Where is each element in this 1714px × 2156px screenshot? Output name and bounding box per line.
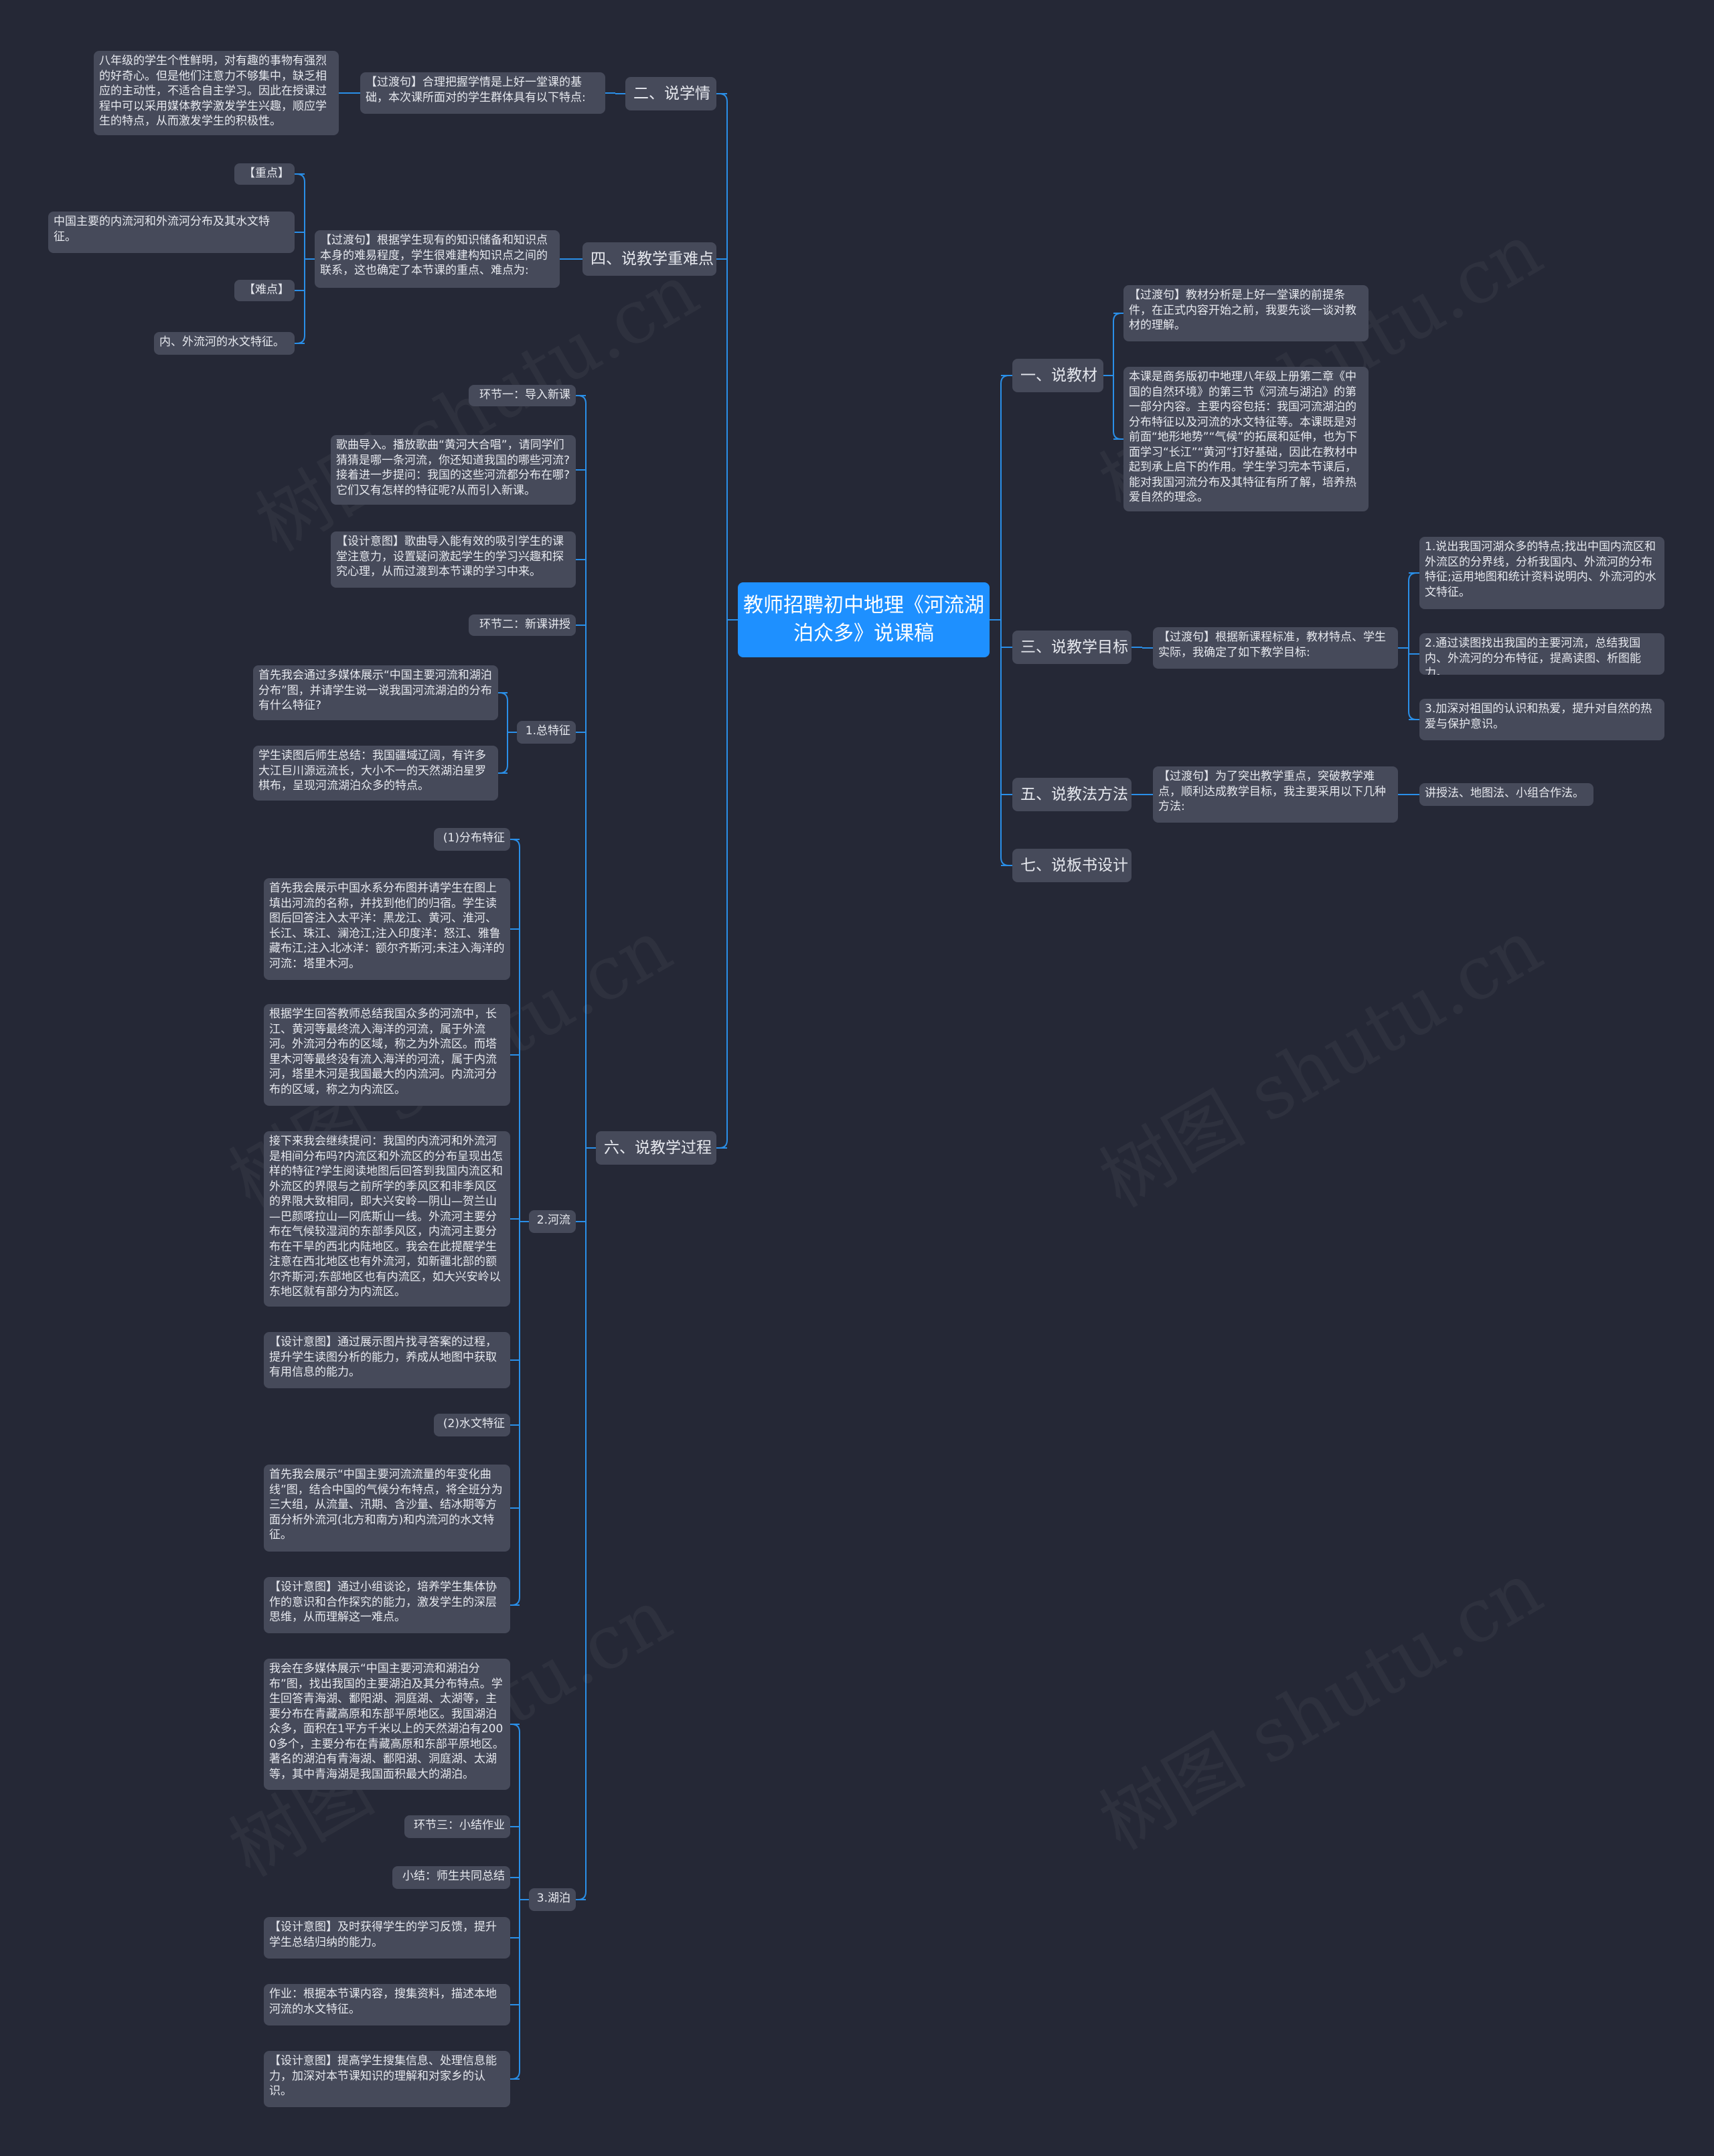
stage-two-new-lesson[interactable]: 环节二：新课讲授	[469, 614, 576, 636]
homework-design-intent[interactable]: 【设计意图】提高学生搜集信息、处理信息能力，加深对本节课知识的理解和对家乡的认识…	[264, 2051, 510, 2107]
overall-features-summary[interactable]: 学生读图后师生总结：我国疆域辽阔，有许多大江巨川源远流长，大小不一的天然湖泊星罗…	[253, 746, 498, 801]
students-characteristics[interactable]: 八年级的学生个性鲜明，对有趣的事物有强烈的好奇心。但是他们注意力不够集中，缺乏相…	[94, 51, 339, 135]
river-boundary-question[interactable]: 接下来我会继续提问：我国的内流河和外流河是相间分布吗?内流区和外流区的分布呈现出…	[264, 1131, 510, 1307]
branch-teaching-process[interactable]: 六、说教学过程	[596, 1131, 716, 1165]
lakes-distribution[interactable]: 我会在多媒体展示“中国主要河流和湖泊分布”图，找出我国的主要湖泊及其分布特点。学…	[264, 1659, 510, 1790]
overall-features[interactable]: 1.总特征	[517, 721, 576, 744]
branch-teaching-methods[interactable]: 五、说教法方法	[1012, 778, 1132, 811]
overall-features-show[interactable]: 首先我会通过多媒体展示“中国主要河流和湖泊分布”图，并请学生说一说我国河流湖泊的…	[253, 665, 498, 720]
difficult-point-content[interactable]: 内、外流河的水文特征。	[154, 332, 295, 355]
hydrology-analysis[interactable]: 首先我会展示“中国主要河流流量的年变化曲线”图，结合中国的气候分布特点，将全班分…	[264, 1465, 510, 1552]
stage-three-summary[interactable]: 环节三：小结作业	[404, 1815, 510, 1838]
connector-root-topic	[716, 93, 738, 1149]
branch-teaching-materials[interactable]: 一、说教材	[1012, 359, 1103, 392]
connector-rivers	[510, 839, 529, 1606]
connector-overall-features	[498, 692, 517, 774]
branch-teaching-goals[interactable]: 三、说教学目标	[1012, 631, 1132, 664]
summary-together[interactable]: 小结：师生共同总结	[392, 1866, 510, 1889]
rivers[interactable]: 2.河流	[529, 1210, 576, 1233]
materials-description[interactable]: 本课是商务版初中地理八年级上册第二章《中国的自然环境》的第三节《河流与湖泊》的第…	[1123, 367, 1369, 511]
transition-sentence-students[interactable]: 【过渡句】合理把握学情是上好一堂课的基础，本次课所面对的学生群体具有以下特点:	[360, 72, 605, 114]
river-design-intent[interactable]: 【设计意图】通过展示图片找寻答案的过程，提升学生读图分析的能力，养成从地图中获取…	[264, 1332, 510, 1388]
root-topic[interactable]: 教师招聘初中地理《河流湖泊众多》说课稿	[738, 582, 990, 657]
key-point-label[interactable]: 【重点】	[234, 163, 295, 185]
intro-design-intent[interactable]: 【设计意图】歌曲导入能有效的吸引学生的课堂注意力，设置疑问激起学生的学习兴趣和探…	[331, 531, 576, 588]
intro-song[interactable]: 歌曲导入。播放歌曲“黄河大合唱”，请同学们猜猜是哪一条河流，你还知道我国的哪些河…	[331, 435, 576, 505]
hydrology-design-intent[interactable]: 【设计意图】通过小组谈论，培养学生集体协作的意识和合作探究的能力，激发学生的深层…	[264, 1577, 510, 1633]
connector-branch-teaching-materials	[1103, 313, 1123, 440]
key-point-content[interactable]: 中国主要的内流河和外流河分布及其水文特征。	[48, 212, 295, 253]
transition-sentence-materials[interactable]: 【过渡句】教材分析是上好一堂课的前提条件，在正式内容开始之前，我要先谈一谈对教材…	[1123, 285, 1369, 341]
goal-emotion[interactable]: 3.加深对祖国的认识和热爱，提升对自然的热爱与保护意识。	[1419, 699, 1664, 740]
river-distribution-label[interactable]: (1)分布特征	[434, 828, 510, 851]
goal-knowledge[interactable]: 1.说出我国河湖众多的特点;找出中国内流区和外流区的分界线，分析我国内、外流河的…	[1419, 537, 1664, 609]
connector-lakes	[510, 1724, 529, 2080]
methods-list[interactable]: 讲授法、地图法、小组合作法。	[1419, 783, 1593, 806]
lakes[interactable]: 3.湖泊	[529, 1888, 576, 1911]
stage-one-intro[interactable]: 环节一：导入新课	[469, 385, 576, 406]
goal-ability[interactable]: 2.通过读图找出我国的主要河流，总结我国内、外流河的分布特征，提高读图、析图能力…	[1419, 633, 1664, 675]
connector-branch-teaching-process	[576, 395, 596, 1900]
branch-board-design[interactable]: 七、说板书设计	[1012, 849, 1132, 882]
transition-sentence-goals[interactable]: 【过渡句】根据新课程标准，教材特点、学生实际，我确定了如下教学目标:	[1153, 627, 1398, 669]
connector-root-topic	[990, 375, 1012, 866]
connector-branch-student-analysis	[605, 92, 625, 94]
hydrology-label[interactable]: (2)水文特征	[434, 1414, 510, 1436]
river-distribution-map[interactable]: 首先我会展示中国水系分布图并请学生在图上填出河流的名称，并找到他们的归宿。学生读…	[264, 878, 510, 980]
homework[interactable]: 作业：根据本节课内容，搜集资料，描述本地河流的水文特征。	[264, 1984, 510, 2025]
branch-student-analysis[interactable]: 二、说学情	[625, 77, 716, 110]
summary-design-intent[interactable]: 【设计意图】及时获得学生的学习反馈，提升学生总结归纳的能力。	[264, 1917, 510, 1959]
transition-sentence-methods[interactable]: 【过渡句】为了突出教学重点，突破教学难点，顺利达成教学目标，我主要采用以下几种方…	[1153, 766, 1398, 823]
connector-branch-teaching-goals	[1132, 647, 1153, 649]
connector-transition-sentence-key-points	[295, 173, 315, 344]
transition-sentence-key-points[interactable]: 【过渡句】根据学生现有的知识储备和知识点本身的难易程度，学生很难建构知识点之间的…	[315, 230, 560, 288]
difficult-point-label[interactable]: 【难点】	[234, 280, 295, 301]
connector-transition-sentence-goals	[1398, 572, 1419, 720]
river-inner-outer-summary[interactable]: 根据学生回答教师总结我国众多的河流中，长江、黄河等最终流入海洋的河流，属于外流河…	[264, 1004, 510, 1106]
branch-key-points[interactable]: 四、说教学重难点	[582, 242, 716, 276]
